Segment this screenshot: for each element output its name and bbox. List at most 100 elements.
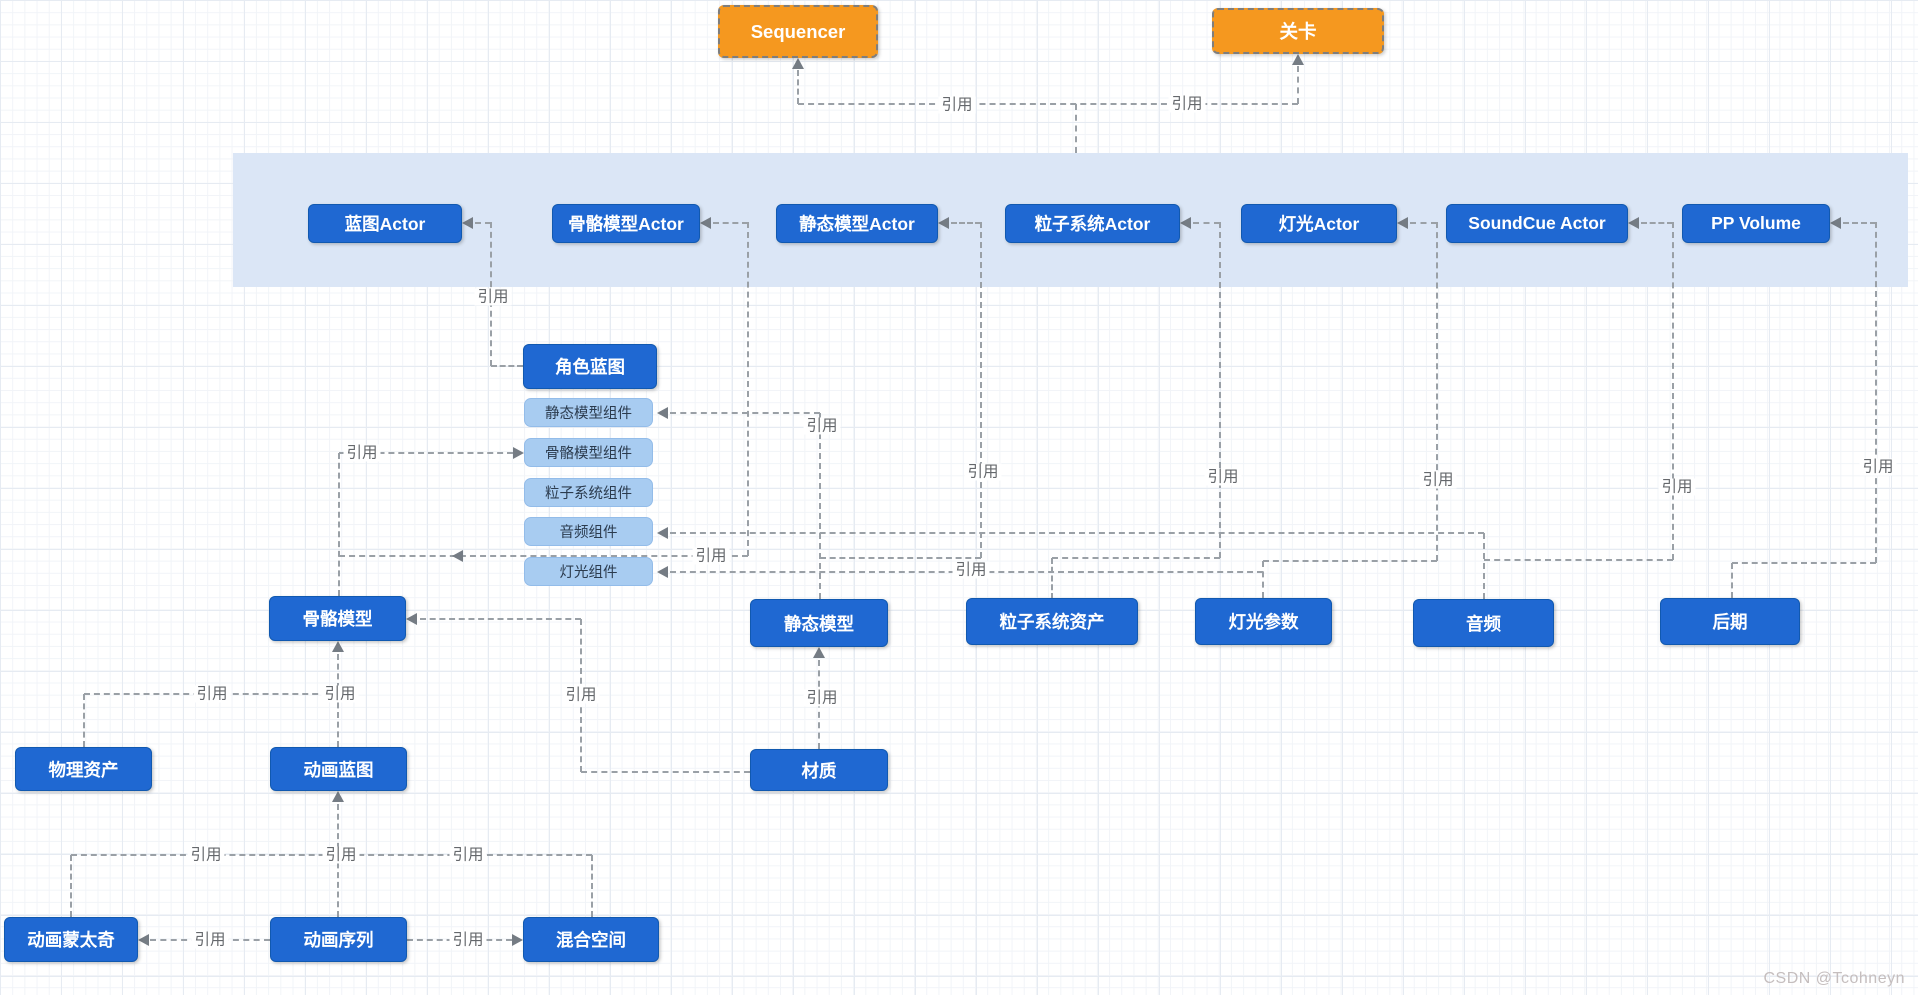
node-physics-asset[interactable]: 物理资产 <box>15 747 152 791</box>
node-skeletal-mesh-actor[interactable]: 骨骼模型Actor <box>552 204 700 243</box>
edge-segment <box>1843 222 1876 224</box>
edge-segment <box>581 771 750 773</box>
arrowhead-left-icon <box>1830 217 1841 229</box>
node-blend-space[interactable]: 混合空间 <box>523 917 659 962</box>
edge-segment <box>475 222 491 224</box>
edge-label-reference: 引用 <box>321 685 359 703</box>
arrowhead-up-icon <box>813 647 825 658</box>
edge-label-reference: 引用 <box>449 931 487 949</box>
edge-label-reference: 引用 <box>191 931 229 949</box>
edge-segment <box>1410 222 1437 224</box>
edge-segment <box>819 413 821 599</box>
edge-segment <box>820 557 981 559</box>
edge-label-reference: 引用 <box>562 686 600 704</box>
edge-label-reference: 引用 <box>193 685 231 703</box>
node-static-mesh-actor[interactable]: 静态模型Actor <box>776 204 938 243</box>
node-particle-system-asset[interactable]: 粒子系统资产 <box>966 598 1138 645</box>
edge-label-reference: 引用 <box>449 846 487 864</box>
edge-label-reference: 引用 <box>1859 458 1897 476</box>
arrowhead-up-icon <box>792 58 804 69</box>
node-soundcue-actor[interactable]: SoundCue Actor <box>1446 204 1628 243</box>
node-static-mesh[interactable]: 静态模型 <box>750 599 888 647</box>
edge-label-reference: 引用 <box>1658 478 1696 496</box>
node-anim-montage[interactable]: 动画蒙太奇 <box>4 917 138 962</box>
arrowhead-left-icon <box>938 217 949 229</box>
node-anim-blueprint[interactable]: 动画蓝图 <box>270 747 407 791</box>
edge-label-reference: 引用 <box>964 463 1002 481</box>
edge-segment <box>1732 562 1876 564</box>
edge-label-reference: 引用 <box>187 846 225 864</box>
edge-segment <box>338 453 340 596</box>
node-skeletal-mesh[interactable]: 骨骼模型 <box>269 596 406 641</box>
node-anim-sequence[interactable]: 动画序列 <box>270 917 407 962</box>
arrowhead-left-icon <box>1397 217 1408 229</box>
edge-segment <box>339 555 748 557</box>
node-post-process[interactable]: 后期 <box>1660 598 1800 645</box>
arrowhead-left-icon <box>462 217 473 229</box>
node-light-params[interactable]: 灯光参数 <box>1195 598 1332 645</box>
edge-segment <box>1219 222 1221 558</box>
edge-segment <box>491 365 523 367</box>
edge-segment <box>713 222 748 224</box>
arrowhead-left-icon <box>1180 217 1191 229</box>
edge-segment <box>797 70 799 104</box>
node-pp-volume[interactable]: PP Volume <box>1682 204 1830 243</box>
arrowhead-right-icon <box>513 447 524 459</box>
edge-segment <box>747 222 749 556</box>
node-skeletal-mesh-component[interactable]: 骨骼模型组件 <box>524 438 653 467</box>
edge-segment <box>1672 222 1674 560</box>
edge-segment <box>1263 560 1437 562</box>
edge-label-reference: 引用 <box>938 96 976 114</box>
edge-segment <box>1875 222 1877 563</box>
node-particle-system-component[interactable]: 粒子系统组件 <box>524 478 653 507</box>
node-particle-system-actor[interactable]: 粒子系统Actor <box>1005 204 1180 243</box>
edge-label-reference: 引用 <box>322 846 360 864</box>
edge-label-reference: 引用 <box>692 547 730 565</box>
edge-label-reference: 引用 <box>803 417 841 435</box>
edge-segment <box>591 855 593 917</box>
edge-segment <box>951 222 981 224</box>
edge-segment <box>1297 66 1299 104</box>
edge-segment <box>70 855 72 917</box>
node-light-actor[interactable]: 灯光Actor <box>1241 204 1397 243</box>
node-light-component[interactable]: 灯光组件 <box>524 557 653 586</box>
edge-segment <box>798 103 1298 105</box>
edge-segment <box>1483 533 1485 599</box>
edge-segment <box>670 532 1484 534</box>
arrowhead-up-icon <box>332 791 344 802</box>
edge-segment <box>670 412 820 414</box>
edge-segment <box>1052 557 1220 559</box>
node-level[interactable]: 关卡 <box>1212 8 1384 54</box>
arrowhead-right-icon <box>512 934 523 946</box>
edge-segment <box>1262 561 1264 598</box>
edge-segment <box>1193 222 1220 224</box>
arrowhead-left-icon <box>657 527 668 539</box>
edge-label-reference: 引用 <box>343 444 381 462</box>
watermark: CSDN @Tcohneyn <box>1763 970 1905 987</box>
node-material[interactable]: 材质 <box>750 749 888 791</box>
node-blueprint-actor[interactable]: 蓝图Actor <box>308 204 462 243</box>
node-audio[interactable]: 音频 <box>1413 599 1554 647</box>
arrowhead-left-icon <box>700 217 711 229</box>
node-audio-component[interactable]: 音频组件 <box>524 517 653 546</box>
edge-segment <box>1731 563 1733 598</box>
edge-label-reference: 引用 <box>1168 95 1206 113</box>
arrowhead-left-icon <box>138 934 149 946</box>
node-static-mesh-component[interactable]: 静态模型组件 <box>524 398 653 427</box>
edge-segment <box>420 618 581 620</box>
node-character-blueprint[interactable]: 角色蓝图 <box>523 344 657 389</box>
edge-segment <box>1075 104 1077 153</box>
arrowhead-left-icon <box>452 550 463 562</box>
edge-segment <box>1436 222 1438 561</box>
node-sequencer[interactable]: Sequencer <box>718 5 878 58</box>
edge-label-reference: 引用 <box>1419 471 1457 489</box>
edge-segment <box>83 694 85 747</box>
arrowhead-left-icon <box>1628 217 1639 229</box>
edge-segment <box>1484 559 1673 561</box>
arrowhead-left-icon <box>657 407 668 419</box>
edge-segment <box>1641 222 1673 224</box>
arrowhead-left-icon <box>406 613 417 625</box>
arrowhead-left-icon <box>657 566 668 578</box>
edge-segment <box>339 452 513 454</box>
